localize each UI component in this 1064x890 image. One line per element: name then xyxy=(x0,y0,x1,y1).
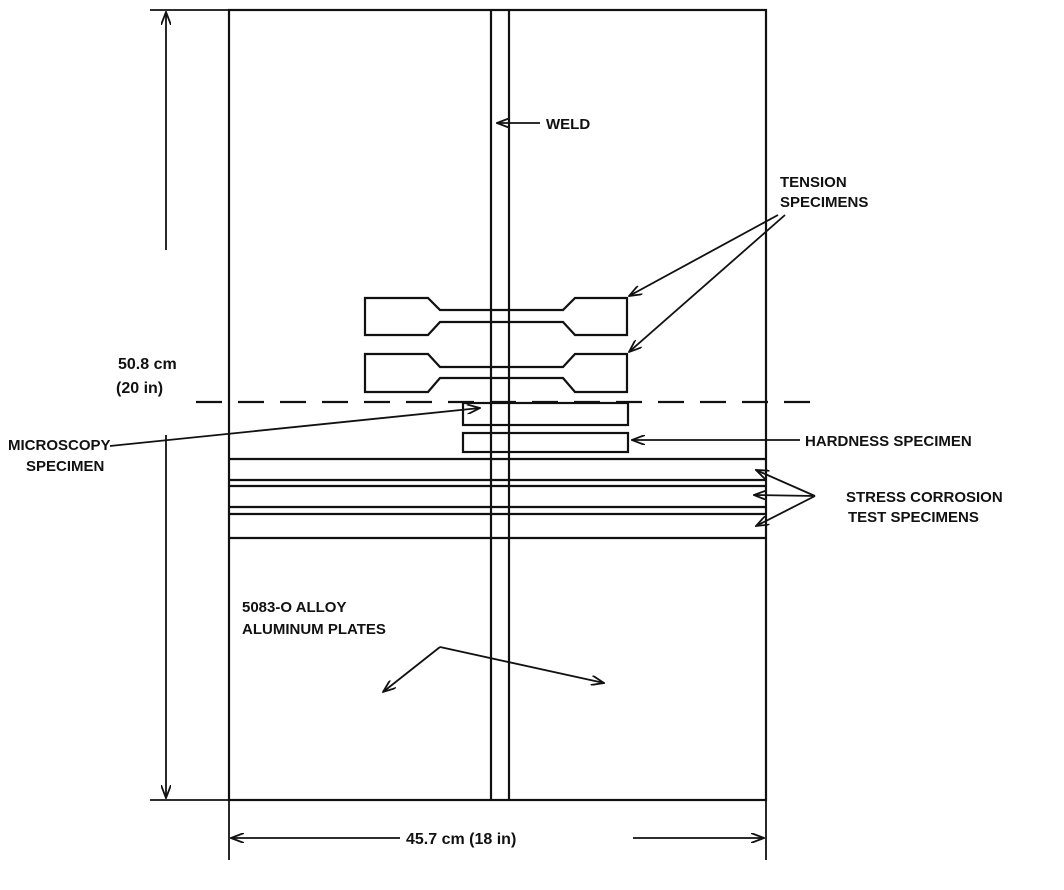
stress-label-line2: TEST SPECIMENS xyxy=(848,509,979,526)
hardness-specimen xyxy=(461,431,630,454)
microscopy-label-line2: SPECIMEN xyxy=(26,458,104,475)
hardness-label: HARDNESS SPECIMEN xyxy=(805,433,972,450)
alloy-label-line2: ALUMINUM PLATES xyxy=(242,621,386,638)
width-label: 45.7 cm (18 in) xyxy=(406,831,516,848)
tension-leader-2 xyxy=(629,214,786,352)
tension-label-line1: TENSION xyxy=(780,174,847,191)
plate-outline xyxy=(227,8,768,802)
tension-leader-1 xyxy=(629,214,779,296)
tension-specimen-1 xyxy=(363,296,629,337)
stress-leader-2 xyxy=(754,495,816,496)
height-label-imperial: (20 in) xyxy=(116,380,163,397)
stress-leader-1 xyxy=(756,470,816,497)
stress-leader-3 xyxy=(756,495,816,526)
alloy-leader-1 xyxy=(383,646,441,692)
tension-label-line2: SPECIMENS xyxy=(780,194,868,211)
microscopy-leader xyxy=(109,408,480,447)
weld-label: WELD xyxy=(546,116,590,133)
alloy-label-line1: 5083-O ALLOY xyxy=(242,599,346,616)
height-label-metric: 50.8 cm xyxy=(118,356,177,373)
tension-specimen-2 xyxy=(363,352,629,394)
stress-label-line1: STRESS CORROSION xyxy=(846,489,1003,506)
alloy-leader-2 xyxy=(439,646,604,683)
microscopy-specimen xyxy=(461,401,630,427)
microscopy-label-line1: MICROSCOPY xyxy=(8,437,111,454)
